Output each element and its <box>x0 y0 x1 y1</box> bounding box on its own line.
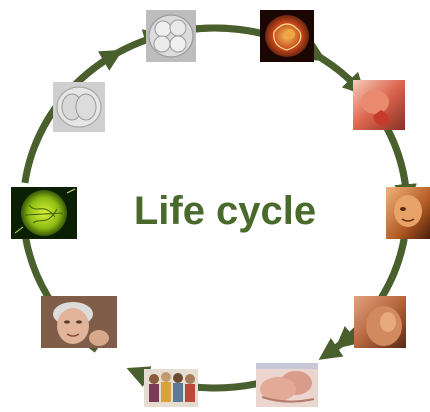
fetus-ultrasound-image <box>386 187 430 239</box>
family-group-image <box>144 369 198 407</box>
diagram-title: Life cycle <box>110 186 340 236</box>
elderly-woman-image <box>41 296 117 348</box>
four-cell-embryo-image <box>146 10 196 62</box>
newborn-baby-image <box>256 363 318 407</box>
blastocyst-image <box>260 10 314 62</box>
pregnant-belly-image <box>354 296 406 348</box>
fertilized-egg-image <box>11 187 77 239</box>
two-cell-embryo-image <box>53 82 105 132</box>
early-fetus-image <box>353 80 405 130</box>
